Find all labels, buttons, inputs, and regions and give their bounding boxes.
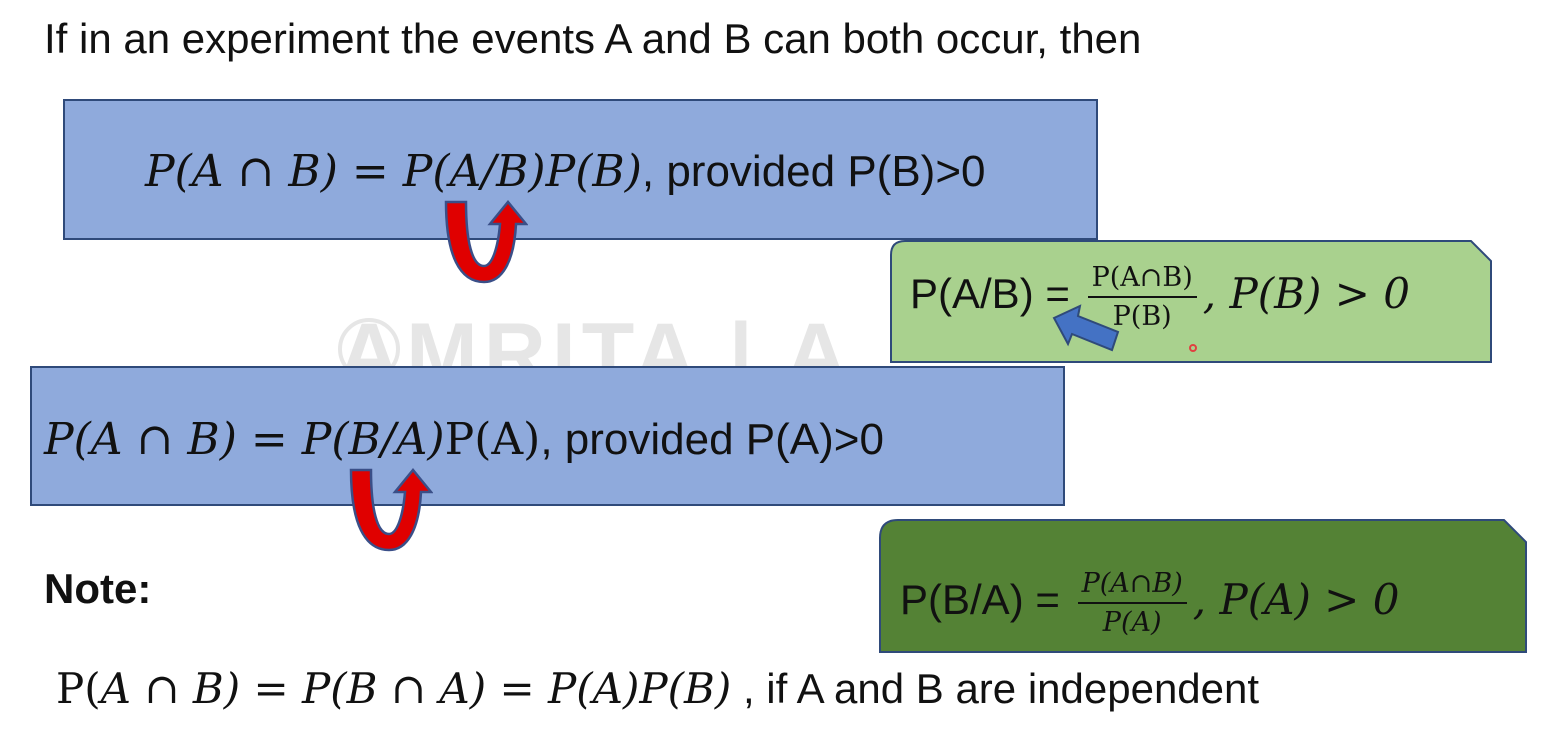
formula-box-2-condition: , provided P(A)>0	[540, 415, 884, 464]
formula-box-1	[63, 99, 1098, 240]
blue-arrow-icon	[1052, 304, 1120, 352]
callout-1-formula: P(A/B) = P(A∩B) P(B) , P(B) > 0	[910, 262, 1410, 332]
formula-box-1-math: P(A ∩ B) = P(A/B)P(B)	[145, 146, 642, 197]
formula-box-2-pa: P(A)	[444, 414, 541, 465]
callout-1-condition: , P(B) > 0	[1202, 269, 1410, 319]
note-equation-math: A ∩ B) = P(B ∩ A) = P(A)P(B)	[100, 664, 732, 713]
pointer-dot-icon	[1189, 344, 1197, 352]
heading: If in an experiment the events A and B c…	[44, 15, 1142, 62]
callout-2-denominator: P(A)	[1102, 607, 1162, 639]
formula-box-2	[30, 366, 1065, 506]
formula-box-2-math: P(A ∩ B) = P(B/A)	[44, 414, 445, 465]
callout-2-fraction: P(A∩B) P(A)	[1077, 568, 1187, 639]
formula-box-2-text: P(A ∩ B) = P(B/A)P(A), provided P(A)>0	[44, 418, 884, 462]
callout-2-formula: P(B/A) = P(A∩B) P(A) , P(A) > 0	[900, 568, 1399, 638]
note-label: Note:	[44, 565, 152, 612]
callout-1-numerator: P(A∩B)	[1087, 262, 1197, 299]
callout-1-shape	[890, 240, 1492, 363]
curved-arrow-icon	[349, 468, 433, 552]
callout-1-label: P(A/B) =	[910, 270, 1070, 318]
note-equation-condition: , if A and B are independent	[731, 665, 1260, 712]
note-equation-start: P(	[56, 664, 101, 713]
formula-box-1-condition: , provided P(B)>0	[641, 147, 986, 196]
formula-box-1-text: P(A ∩ B) = P(A/B)P(B), provided P(B)>0	[145, 150, 986, 194]
callout-2-condition: , P(A) > 0	[1192, 575, 1400, 625]
callout-1-fraction: P(A∩B) P(B)	[1087, 262, 1197, 333]
callout-2-label: P(B/A) =	[900, 576, 1060, 624]
note-equation: P(A ∩ B) = P(B ∩ A) = P(A)P(B) , if A an…	[56, 668, 1259, 710]
callout-2-numerator: P(A∩B)	[1077, 568, 1187, 605]
callout-2-shape	[879, 519, 1527, 653]
curved-arrow-icon	[444, 200, 528, 284]
callout-1-denominator: P(B)	[1112, 301, 1172, 333]
